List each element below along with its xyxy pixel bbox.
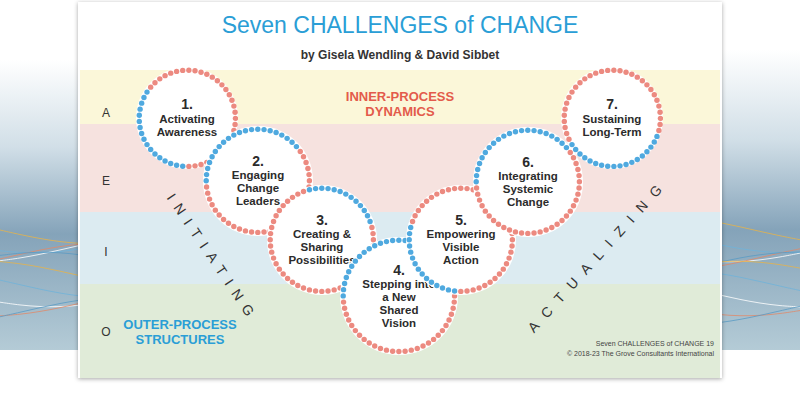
- step-number: 7.: [606, 97, 618, 112]
- challenge-circle: 6.Integrating Systemic Change: [473, 127, 583, 237]
- step-number: 2.: [252, 154, 264, 169]
- step-number: 1.: [181, 97, 193, 112]
- title: Seven CHALLENGES of CHANGE: [222, 12, 579, 39]
- axis-letter: A: [102, 106, 110, 120]
- copyright-note: © 2018-23 The Grove Consultants Internat…: [567, 350, 714, 357]
- band-label: INNER-PROCESS DYNAMICS: [345, 90, 455, 120]
- step-name: Sustaining Long-Term: [575, 113, 649, 139]
- step-number: 4.: [393, 263, 405, 278]
- step-name: Stepping into a New Shared Vision: [362, 278, 436, 330]
- step-name: Integrating Systemic Change: [491, 170, 565, 209]
- axis-letter: O: [101, 325, 110, 339]
- subtitle: by Gisela Wendling & David Sibbet: [301, 48, 499, 62]
- step-name: Creating & Sharing Possibilities: [285, 228, 359, 267]
- axis-letter: I: [104, 245, 107, 259]
- footer-note: Seven CHALLENGES of CHANGE 19: [596, 340, 714, 347]
- step-number: 6.: [522, 155, 534, 170]
- panel: [78, 2, 722, 378]
- band-label: OUTER-PROCESS STRUCTURES: [120, 318, 240, 348]
- step-number: 5.: [455, 213, 467, 228]
- challenge-circle: 7.Sustaining Long-Term: [561, 67, 664, 170]
- axis-letter: E: [102, 174, 110, 188]
- step-name: Activating Awareness: [150, 113, 224, 139]
- step-number: 3.: [316, 213, 328, 228]
- step-name: Empowering Visible Action: [424, 228, 498, 267]
